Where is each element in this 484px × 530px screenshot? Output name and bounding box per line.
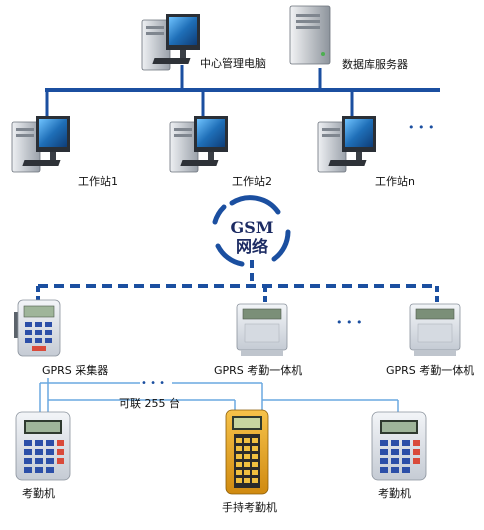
central-pc-label: 中心管理电脑 (200, 56, 266, 70)
attendance-terminal-right-icon (371, 411, 427, 481)
workstation-ellipsis: • • • (408, 121, 434, 134)
terminal-link-lines (39, 378, 399, 412)
central-pc-icon (141, 13, 201, 71)
db-server-icon (289, 5, 331, 65)
gsm-network-icon (212, 195, 291, 267)
link-capacity-note: 可联 255 台 (119, 396, 180, 410)
gsm-label: GSM (231, 218, 274, 237)
gprs-collector-icon (14, 299, 61, 357)
workstation-n-icon (317, 115, 377, 173)
workstation-2-label: 工作站2 (232, 174, 272, 188)
gprs-unit-b-label: GPRS 考勤一体机 (386, 363, 474, 377)
handheld-terminal-icon (225, 409, 269, 495)
workstation-1-icon (11, 115, 71, 173)
attendance-terminal-left-label: 考勤机 (22, 486, 55, 500)
gprs-collector-label: GPRS 采集器 (42, 363, 108, 377)
attendance-terminal-left-icon (15, 411, 71, 481)
gprs-unit-a-icon (236, 303, 288, 357)
attendance-terminal-right-label: 考勤机 (378, 486, 411, 500)
workstation-1-label: 工作站1 (78, 174, 118, 188)
gprs-unit-a-label: GPRS 考勤一体机 (214, 363, 302, 377)
workstation-n-label: 工作站n (375, 174, 415, 188)
gprs-unit-b-icon (409, 303, 461, 357)
unit-ellipsis: • • • (336, 316, 362, 329)
workstation-2-icon (169, 115, 229, 173)
terminal-ellipsis: • • • (141, 378, 165, 389)
db-server-label: 数据库服务器 (342, 57, 408, 71)
network-label: 网络 (236, 237, 268, 256)
handheld-terminal-label: 手持考勤机 (222, 500, 277, 514)
